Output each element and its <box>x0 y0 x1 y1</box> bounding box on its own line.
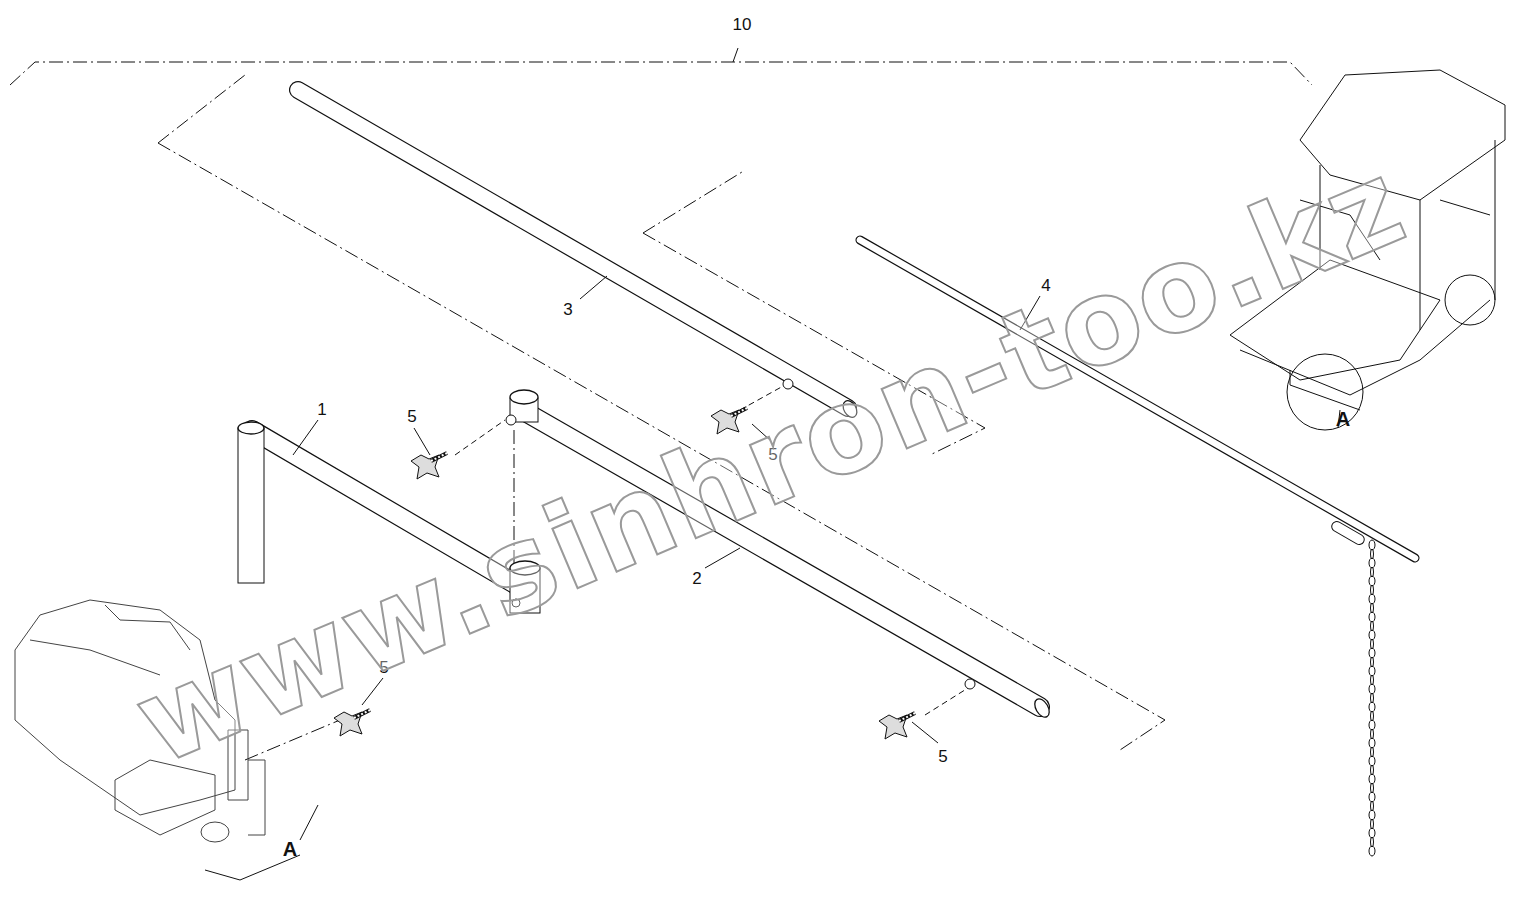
tube-end <box>1032 696 1052 719</box>
paver-outline <box>1495 140 1496 300</box>
detail-outline <box>105 605 190 650</box>
callout-number: 5 <box>938 748 947 765</box>
star-knob <box>334 710 370 736</box>
leader-line <box>733 48 738 62</box>
chain-link <box>1369 846 1375 856</box>
detail-letter: A <box>1336 409 1350 429</box>
leader-line <box>414 428 430 455</box>
detail-bracket <box>300 805 318 840</box>
detail-outline <box>248 760 265 835</box>
star-knob <box>411 453 447 479</box>
group-bracket <box>10 62 1312 85</box>
callout-number: 2 <box>692 570 701 587</box>
chain-clip <box>1330 520 1366 547</box>
leader-line <box>912 722 938 743</box>
tube-body <box>298 90 848 408</box>
guide-line <box>455 420 505 455</box>
paver-outline <box>1240 300 1490 395</box>
nut <box>965 679 975 689</box>
guide-line <box>158 75 245 143</box>
detail-letter: A <box>283 839 297 859</box>
paver-wheel <box>1445 275 1495 325</box>
leader-line <box>580 276 607 299</box>
tube <box>298 90 848 408</box>
callout-number: 10 <box>733 16 752 33</box>
paver-outline <box>1420 200 1421 330</box>
clamp-top <box>510 390 538 404</box>
post <box>238 428 264 583</box>
callout-number: 3 <box>563 301 572 318</box>
nut <box>506 415 516 425</box>
detail-pipe <box>201 822 229 842</box>
paver-outline <box>1440 200 1490 215</box>
guide-line <box>925 688 968 715</box>
post-top <box>238 422 264 434</box>
callout-number: 5 <box>407 408 416 425</box>
paver-outline <box>1290 370 1360 410</box>
detail-circle <box>1287 354 1363 430</box>
leader-line <box>293 420 318 455</box>
star-knob <box>879 713 915 739</box>
guide-line <box>643 172 742 233</box>
callout-number: 1 <box>317 401 326 418</box>
